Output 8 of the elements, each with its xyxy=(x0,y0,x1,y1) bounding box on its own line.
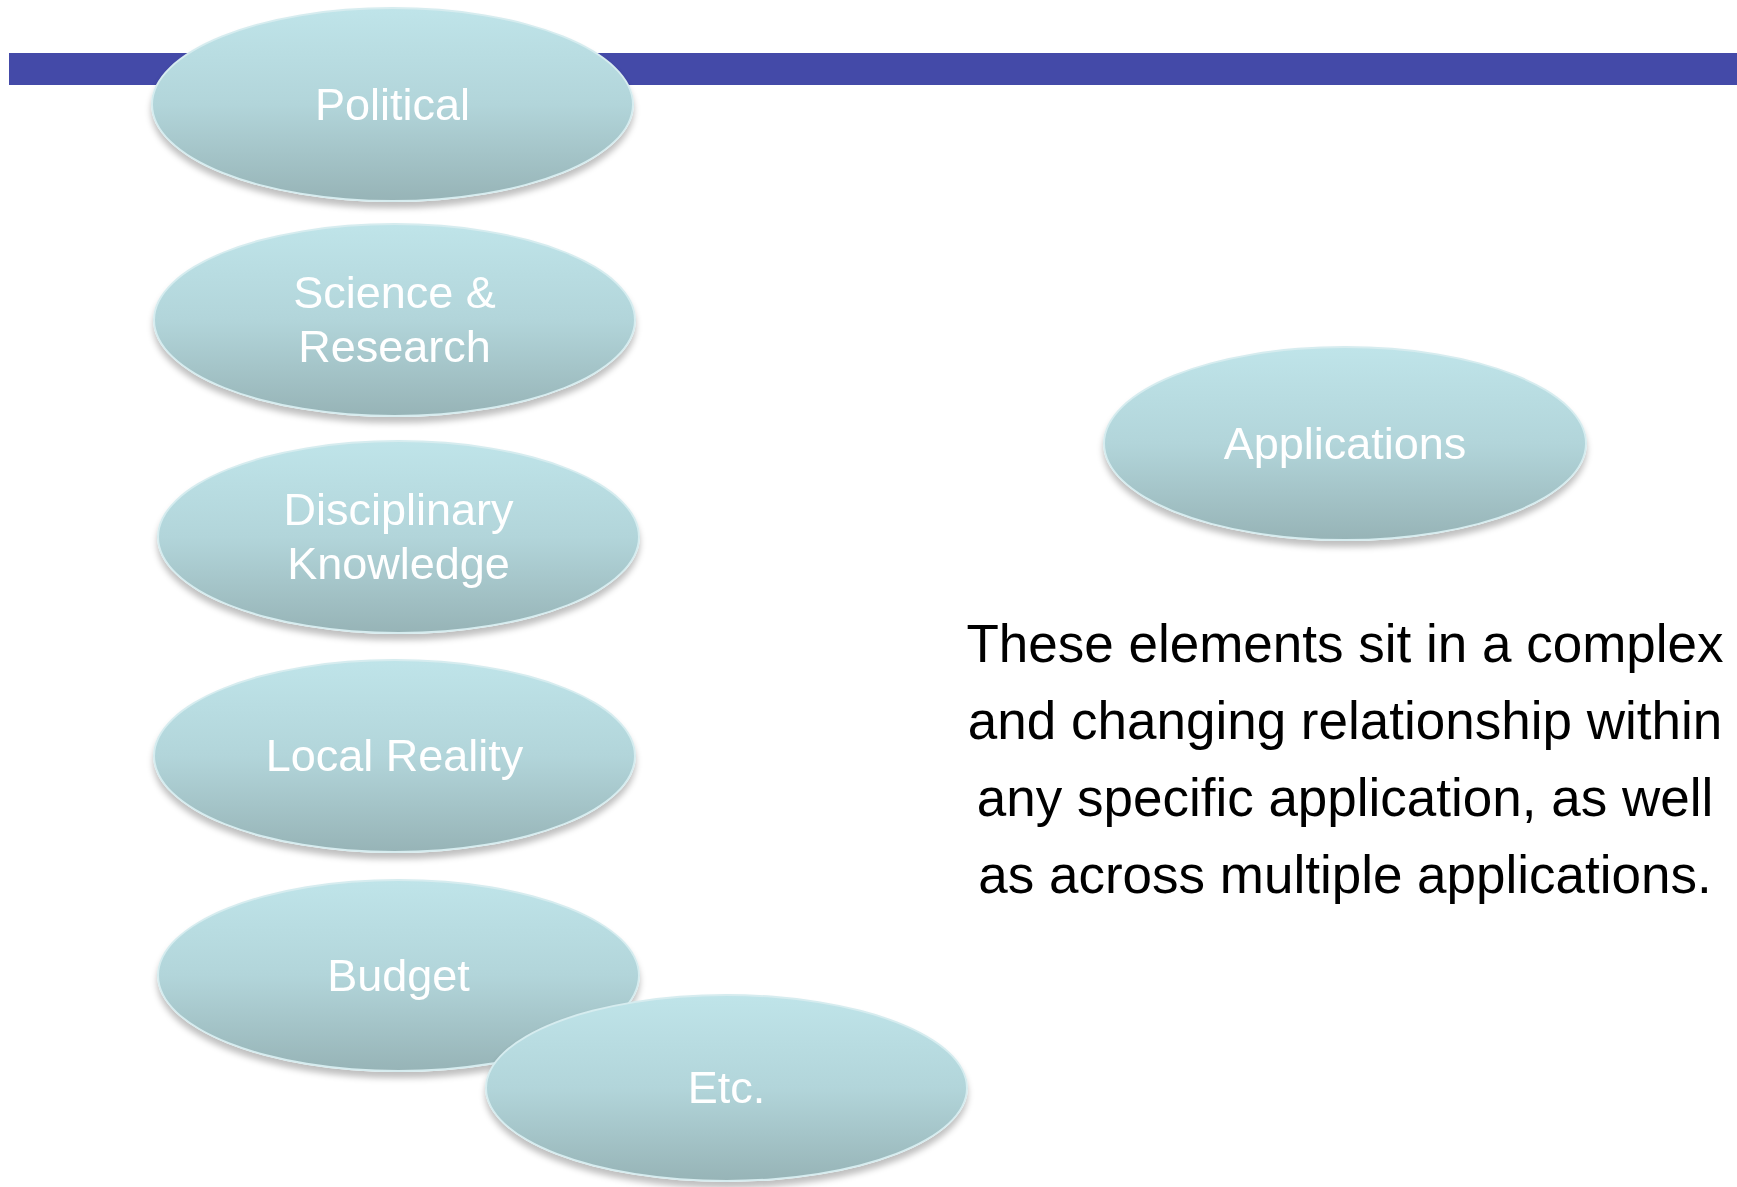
node-label: Budget xyxy=(327,948,470,1003)
note-text: These elements sit in a complex and changing relationship within any specific application, as well as across multiple applications. xyxy=(965,613,1725,906)
node-label: Science & Research xyxy=(292,266,497,374)
node-label: Applications xyxy=(1223,416,1467,471)
node-label: Local Reality xyxy=(265,729,524,783)
node-label: Political xyxy=(314,77,471,132)
node-label: Disciplinary Knowledge xyxy=(282,483,515,591)
node-label: Etc. xyxy=(687,1061,766,1115)
